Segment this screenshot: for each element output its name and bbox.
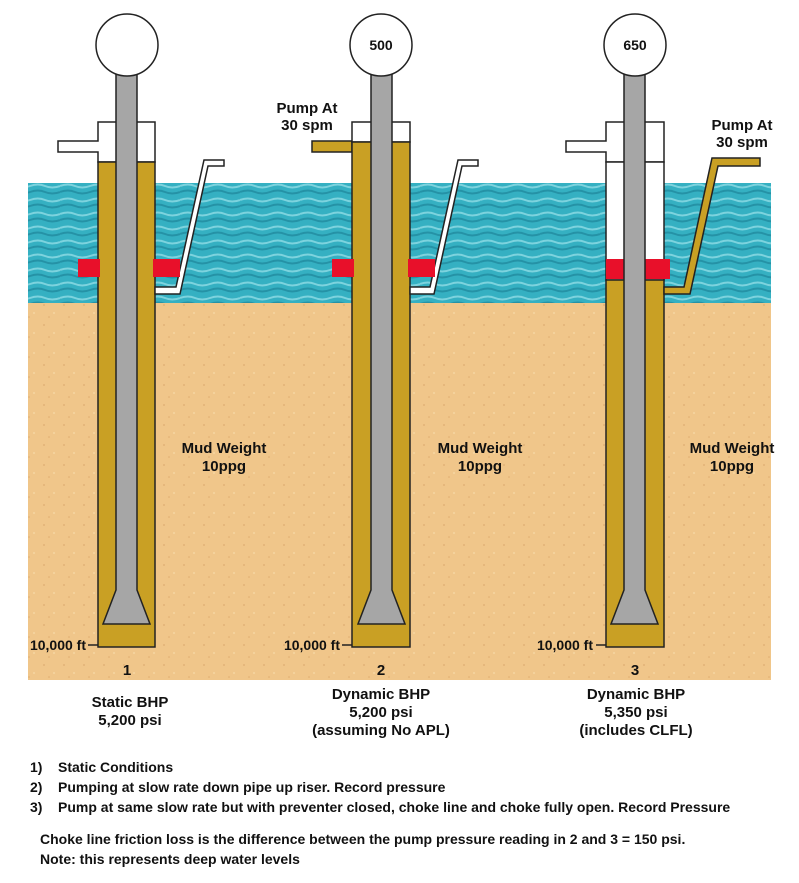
- mud-weight-title: Mud Weight: [437, 440, 523, 457]
- wellhead-outline: [565, 121, 665, 163]
- mud-weight-label-3: Mud Weight 10ppg: [677, 440, 787, 476]
- caption-line: 5,200 psi: [349, 704, 413, 721]
- well-number-2: 2: [376, 662, 386, 679]
- caption-line: (assuming No APL): [312, 722, 450, 739]
- mud-weight-title: Mud Weight: [689, 440, 775, 457]
- pump-label-line-1: Pump At: [276, 100, 338, 117]
- caption-line: Static BHP: [91, 694, 169, 711]
- mud-weight-label-1: Mud Weight 10ppg: [169, 440, 279, 476]
- choke-line: [154, 159, 225, 295]
- step-number: 1): [30, 759, 43, 775]
- step-2: 2) Pumping at slow rate down pipe up rise…: [30, 779, 445, 795]
- well-number-3: 3: [630, 662, 640, 679]
- caption-line: Dynamic BHP: [331, 686, 431, 703]
- bop-right: [153, 259, 180, 277]
- pressure-gauge: [349, 13, 413, 77]
- mud-weight-value: 10ppg: [201, 458, 247, 475]
- gauge-reading-2: 500: [369, 37, 393, 53]
- depth-label-2: 10,000 ft: [283, 637, 340, 653]
- mud-weight-value: 10ppg: [709, 458, 755, 475]
- bop-left: [78, 259, 100, 277]
- mud-weight-label-2: Mud Weight 10ppg: [425, 440, 535, 476]
- depth-label-1: 10,000 ft: [29, 637, 86, 653]
- well-2: [311, 13, 479, 648]
- pressure-gauge: [603, 13, 667, 77]
- step-number: 3): [30, 799, 43, 815]
- pump-label-3: Pump At 30 spm: [697, 117, 787, 151]
- caption-line: 5,200 psi: [98, 712, 162, 729]
- pump-label-line-1: Pump At: [711, 117, 773, 134]
- well-3: [565, 13, 761, 648]
- caption-line: 5,350 psi: [604, 704, 668, 721]
- pump-label-line-2: 30 spm: [716, 134, 768, 151]
- step-number: 2): [30, 779, 43, 795]
- caption-well-2: Dynamic BHP 5,200 psi (assuming No APL): [281, 686, 481, 740]
- wellhead-outline: [57, 121, 156, 163]
- pump-line: [311, 140, 353, 153]
- pump-label-2: Pump At 30 spm: [262, 100, 352, 134]
- bop-left: [332, 259, 354, 277]
- depth-label-3: 10,000 ft: [536, 637, 593, 653]
- caption-well-1: Static BHP 5,200 psi: [30, 694, 230, 730]
- step-1: 1) Static Conditions: [30, 759, 173, 775]
- choke-line: [663, 157, 761, 295]
- choke-line: [409, 159, 479, 295]
- caption-well-3: Dynamic BHP 5,350 psi (includes CLFL): [536, 686, 736, 740]
- mud-weight-value: 10ppg: [457, 458, 503, 475]
- step-text: Static Conditions: [58, 759, 174, 775]
- note-text: Note: this represents deep water levels: [40, 851, 300, 867]
- mud-weight-title: Mud Weight: [181, 440, 267, 457]
- summary-text: Choke line friction loss is the differen…: [40, 831, 686, 847]
- well-number-1: 1: [122, 662, 132, 679]
- gauge-reading-3: 650: [623, 37, 647, 53]
- caption-line: Dynamic BHP: [586, 686, 686, 703]
- step-3: 3) Pump at same slow rate but with preven…: [30, 799, 730, 815]
- well-1: [57, 13, 225, 648]
- caption-line: (includes CLFL): [579, 722, 693, 739]
- step-text: Pump at same slow rate but with prevente…: [58, 799, 731, 815]
- bop-right: [408, 259, 435, 277]
- pressure-gauge: [95, 13, 159, 77]
- pump-label-line-2: 30 spm: [281, 117, 333, 134]
- step-text: Pumping at slow rate down pipe up riser.…: [58, 779, 446, 795]
